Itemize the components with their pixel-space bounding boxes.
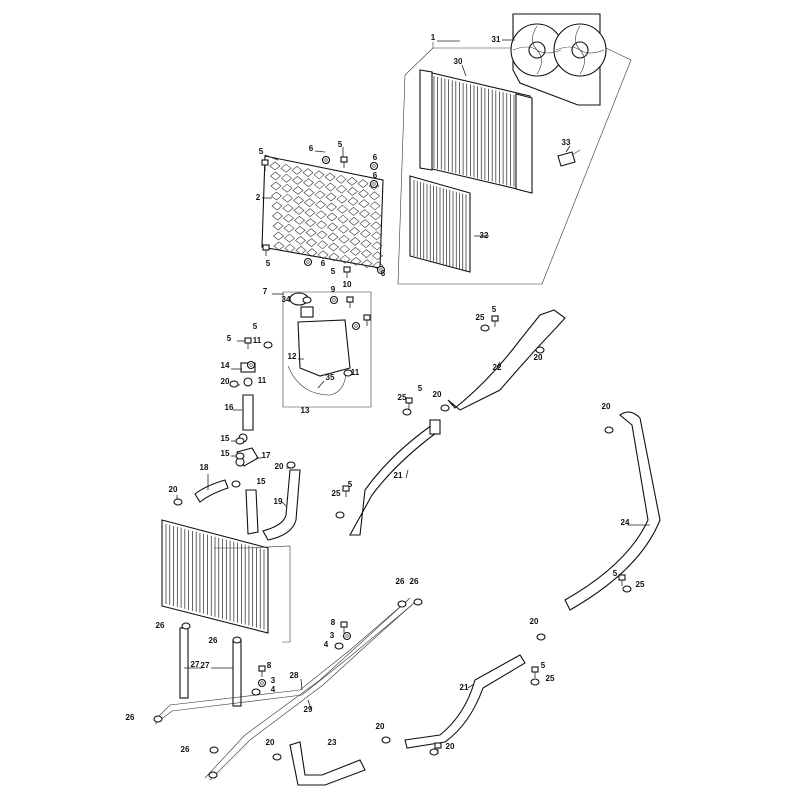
callout-l19: 19	[274, 497, 283, 506]
callout-l25a: 25	[398, 393, 407, 402]
callout-l27a: 27	[191, 660, 200, 669]
callout-l20g: 20	[534, 353, 543, 362]
callout-l17: 17	[262, 451, 271, 460]
main-radiator-core	[419, 69, 533, 194]
hose-23	[289, 741, 366, 786]
hose-22	[447, 309, 566, 411]
callout-l11c: 11	[258, 376, 267, 385]
callout-l4a: 4	[324, 640, 329, 649]
callout-l27b: 27	[201, 661, 210, 670]
callout-l18: 18	[200, 463, 209, 472]
callout-l5a: 5	[259, 147, 264, 156]
callout-l6b: 6	[373, 153, 378, 162]
callout-l26a: 26	[156, 621, 165, 630]
callout-l34: 34	[282, 295, 291, 304]
thermostat-parts	[235, 362, 259, 467]
callout-l26d: 26	[181, 745, 190, 754]
callout-l5j: 5	[613, 569, 618, 578]
callout-l5h: 5	[348, 480, 353, 489]
callout-l29: 29	[304, 705, 313, 714]
secondary-radiator	[409, 175, 471, 273]
callout-l20a: 20	[221, 377, 230, 386]
callout-l20e: 20	[376, 722, 385, 731]
callout-l14: 14	[221, 361, 230, 370]
callout-l26b: 26	[209, 636, 218, 645]
callout-l26e: 26	[396, 577, 405, 586]
hose-19	[245, 469, 301, 541]
callout-l20b: 20	[275, 462, 284, 471]
callout-l31: 31	[492, 35, 501, 44]
callout-l15a: 15	[221, 434, 230, 443]
hose-18	[194, 479, 229, 503]
callout-l15c: 15	[257, 477, 266, 486]
callout-l25e: 25	[546, 674, 555, 683]
callout-l33: 33	[562, 138, 571, 147]
hose-21-lower	[404, 654, 526, 749]
long-pipe-28-29	[154, 597, 415, 781]
callout-l5e: 5	[227, 334, 232, 343]
radiator-guard	[261, 155, 384, 271]
callout-l11b: 11	[351, 368, 360, 377]
callout-l35: 35	[326, 373, 335, 382]
callout-l26c: 26	[126, 713, 135, 722]
callout-l1: 1	[431, 33, 436, 42]
callout-l30: 30	[454, 57, 463, 66]
callout-l6c: 6	[373, 171, 378, 180]
fasteners	[153, 155, 632, 779]
callout-l13: 13	[301, 406, 310, 415]
callout-l20c: 20	[169, 485, 178, 494]
callout-l28: 28	[290, 671, 299, 680]
callout-l25d: 25	[636, 580, 645, 589]
callout-l20j: 20	[446, 742, 455, 751]
callout-l5c: 5	[266, 259, 271, 268]
callout-l16: 16	[225, 403, 234, 412]
callout-l10: 10	[343, 280, 352, 289]
callout-l22: 22	[493, 363, 502, 372]
temperature-sensor	[557, 149, 581, 167]
callout-l20h: 20	[602, 402, 611, 411]
callout-l21b: 21	[460, 683, 469, 692]
callout-l20i: 20	[530, 617, 539, 626]
callout-l9: 9	[331, 285, 336, 294]
callout-l20d: 20	[266, 738, 275, 747]
hose-21-upper	[349, 419, 441, 536]
callout-l20f: 20	[433, 390, 442, 399]
callout-l3b: 3	[271, 676, 276, 685]
callout-l26f: 26	[410, 577, 419, 586]
callout-l25b: 25	[332, 489, 341, 498]
callout-l4b: 4	[271, 685, 276, 694]
callout-l25c: 25	[476, 313, 485, 322]
callout-l5i: 5	[492, 305, 497, 314]
left-radiator	[161, 519, 291, 643]
leader-lines	[176, 39, 650, 710]
callout-l2: 2	[256, 193, 261, 202]
callout-l7: 7	[263, 287, 268, 296]
callout-l15b: 15	[221, 449, 230, 458]
callout-l21a: 21	[394, 471, 403, 480]
callout-l6d: 6	[321, 259, 326, 268]
hose-24	[564, 411, 661, 611]
callout-l6e: 6	[381, 269, 386, 278]
fan-shroud	[510, 13, 607, 106]
callout-l24: 24	[621, 518, 630, 527]
callout-l5d: 5	[331, 267, 336, 276]
overflow-tank	[282, 291, 372, 408]
callout-l8b: 8	[267, 661, 272, 670]
callout-l5k: 5	[541, 661, 546, 670]
callout-l3a: 3	[330, 631, 335, 640]
callout-l32: 32	[480, 231, 489, 240]
callout-l5f: 5	[253, 322, 258, 331]
callout-l8a: 8	[331, 618, 336, 627]
callout-l6a: 6	[309, 144, 314, 153]
callout-l11a: 11	[253, 336, 262, 345]
callout-l12: 12	[288, 352, 297, 361]
callout-l5g: 5	[418, 384, 423, 393]
callout-l5b: 5	[338, 140, 343, 149]
callout-l23: 23	[328, 738, 337, 747]
